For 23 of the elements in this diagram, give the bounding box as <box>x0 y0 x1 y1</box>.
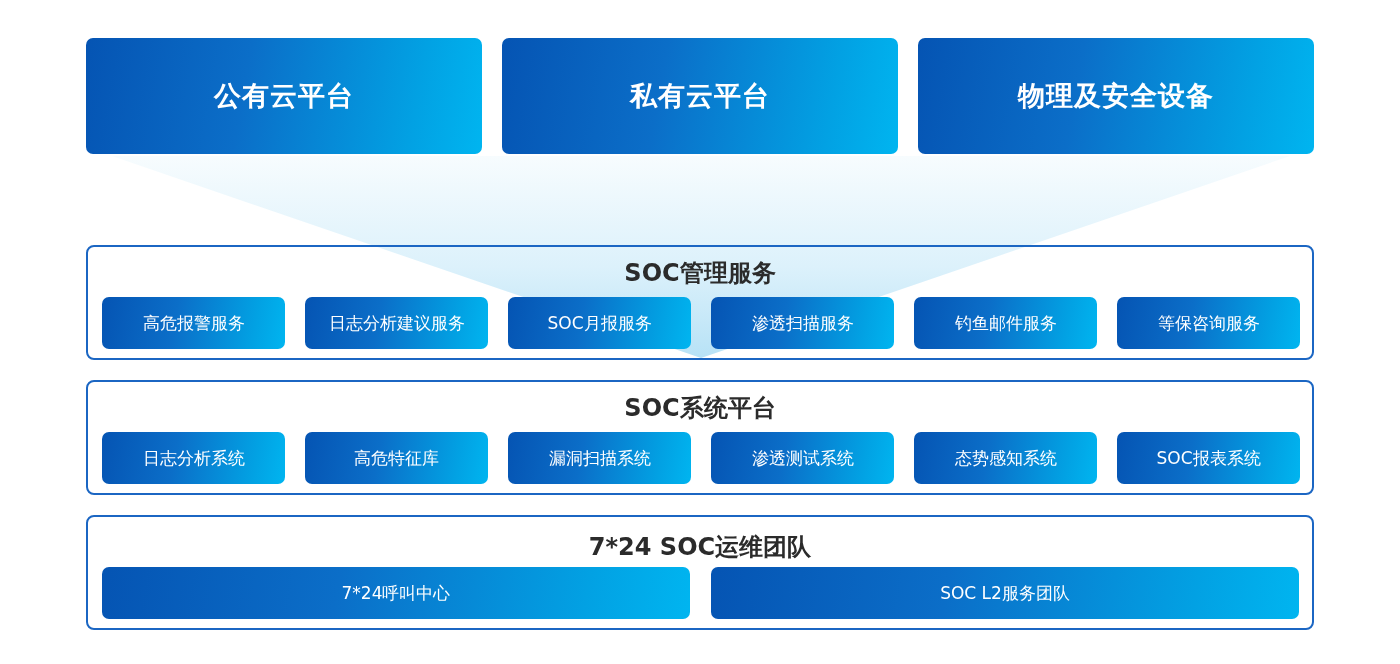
platform-card: 公有云平台 <box>86 38 482 154</box>
module-tile: 钓鱼邮件服务 <box>914 297 1097 349</box>
module-tile: 高危报警服务 <box>102 297 285 349</box>
layer-title: SOC系统平台 <box>624 393 776 423</box>
layer-title: SOC管理服务 <box>624 258 776 288</box>
module-tile: 漏洞扫描系统 <box>508 432 691 484</box>
layer-title: 7*24 SOC运维团队 <box>588 532 812 562</box>
layer-panel <box>86 380 1314 495</box>
module-tile: 渗透测试系统 <box>711 432 894 484</box>
module-tile: 态势感知系统 <box>914 432 1097 484</box>
layer-panel <box>86 515 1314 630</box>
module-tile: SOC报表系统 <box>1117 432 1300 484</box>
module-tile: 等保咨询服务 <box>1117 297 1300 349</box>
platform-card: 私有云平台 <box>502 38 898 154</box>
module-tile: 日志分析建议服务 <box>305 297 488 349</box>
layer-panel <box>86 245 1314 360</box>
module-tile: SOC月报服务 <box>508 297 691 349</box>
module-tile: 渗透扫描服务 <box>711 297 894 349</box>
module-tile: 7*24呼叫中心 <box>102 567 690 619</box>
platform-card: 物理及安全设备 <box>918 38 1314 154</box>
module-tile: SOC L2服务团队 <box>711 567 1299 619</box>
module-tile: 日志分析系统 <box>102 432 285 484</box>
module-tile: 高危特征库 <box>305 432 488 484</box>
